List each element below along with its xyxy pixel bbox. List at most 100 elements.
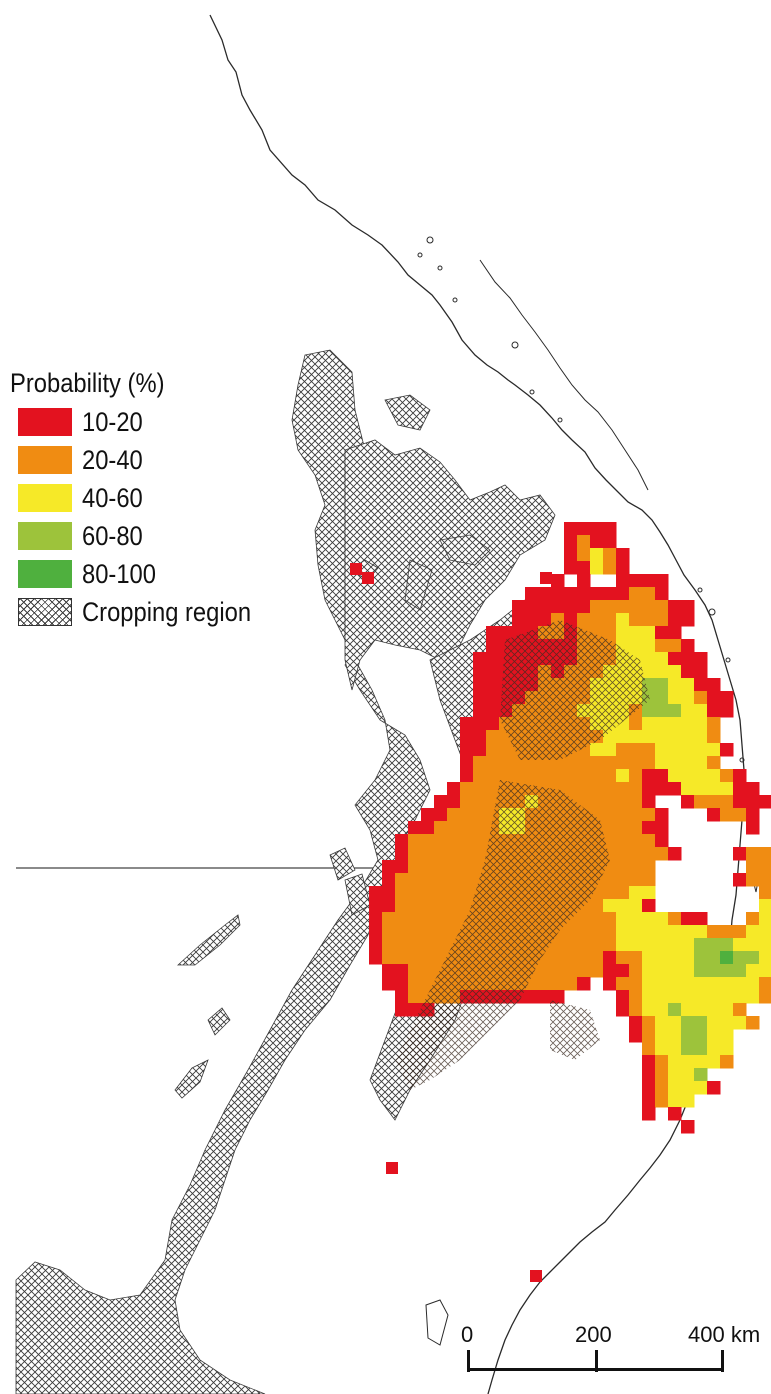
probability-cell — [616, 847, 630, 861]
probability-cell — [694, 756, 708, 770]
probability-cell — [629, 1003, 643, 1017]
probability-cell — [655, 1055, 669, 1069]
probability-cell — [668, 600, 682, 614]
probability-cell — [655, 678, 669, 692]
probability-cell — [759, 990, 771, 1004]
probability-cell — [421, 951, 435, 965]
probability-cell — [655, 912, 669, 926]
probability-cell — [681, 730, 695, 744]
probability-cell — [642, 1081, 656, 1095]
probability-cell — [603, 769, 617, 783]
probability-cell — [564, 756, 578, 770]
probability-cell — [551, 990, 565, 1004]
probability-cell — [551, 938, 565, 952]
probability-cell — [668, 743, 682, 757]
probability-cell — [616, 873, 630, 887]
probability-cell — [642, 1068, 656, 1082]
probability-cell — [590, 613, 604, 627]
probability-cell — [512, 769, 526, 783]
probability-cell — [681, 977, 695, 991]
probability-cell — [655, 769, 669, 783]
probability-cell — [603, 834, 617, 848]
probability-cell — [629, 847, 643, 861]
probability-cell — [681, 704, 695, 718]
probability-cell — [525, 613, 539, 627]
probability-cell — [694, 1003, 708, 1017]
probability-cell — [694, 665, 708, 679]
probability-cell — [603, 873, 617, 887]
probability-cell — [668, 912, 682, 926]
probability-cell — [668, 938, 682, 952]
probability-cell — [408, 886, 422, 900]
probability-cell — [681, 938, 695, 952]
probability-cell — [382, 912, 396, 926]
probability-cell — [382, 977, 396, 991]
probability-cell — [720, 782, 734, 796]
probability-cell — [681, 1029, 695, 1043]
coastline-inner — [479, 259, 649, 491]
probability-cell — [668, 626, 682, 640]
probability-cell — [616, 730, 630, 744]
probability-cell — [681, 795, 695, 809]
probability-cell — [577, 782, 591, 796]
legend: Probability (%) 10-20 20-40 40-60 60-80 … — [10, 368, 274, 631]
probability-cell — [707, 1029, 721, 1043]
probability-cell — [616, 782, 630, 796]
probability-cell — [486, 704, 500, 718]
probability-cell — [577, 587, 591, 601]
probability-cell — [655, 691, 669, 705]
probability-cell — [499, 769, 513, 783]
probability-cell — [681, 717, 695, 731]
probability-cell — [603, 561, 617, 575]
probability-cell — [655, 626, 669, 640]
probability-cell — [603, 964, 617, 978]
probability-cell — [395, 990, 409, 1004]
probability-cell — [434, 873, 448, 887]
probability-cell — [447, 847, 461, 861]
probability-cell — [486, 717, 500, 731]
legend-item-10-20: 10-20 — [10, 403, 274, 441]
probability-cell — [603, 626, 617, 640]
probability-cell — [655, 1003, 669, 1017]
probability-cell — [395, 860, 409, 874]
probability-cell — [551, 977, 565, 991]
probability-cell — [473, 717, 487, 731]
probability-cell — [616, 600, 630, 614]
probability-cell — [564, 951, 578, 965]
probability-cell — [616, 886, 630, 900]
probability-cell — [681, 782, 695, 796]
legend-swatch-light-green — [18, 522, 72, 550]
probability-cell — [694, 925, 708, 939]
probability-cell — [577, 964, 591, 978]
probability-cell — [720, 1003, 734, 1017]
probability-cell — [434, 860, 448, 874]
probability-cell — [707, 1055, 721, 1069]
probability-cell — [447, 860, 461, 874]
probability-cell — [434, 847, 448, 861]
probability-cell — [759, 795, 771, 809]
probability-cell — [720, 1055, 734, 1069]
probability-cell — [590, 951, 604, 965]
probability-cell — [616, 587, 630, 601]
probability-cell — [668, 964, 682, 978]
probability-cell — [681, 665, 695, 679]
probability-cell — [720, 938, 734, 952]
probability-cell — [707, 678, 721, 692]
probability-cell — [655, 704, 669, 718]
probability-cell — [473, 821, 487, 835]
probability-cell — [616, 561, 630, 575]
probability-cell — [759, 899, 771, 913]
probability-cell — [746, 847, 760, 861]
probability-cell — [538, 769, 552, 783]
probability-cell — [668, 665, 682, 679]
probability-cell — [577, 548, 591, 562]
probability-cell — [668, 1055, 682, 1069]
legend-swatch-orange — [18, 446, 72, 474]
probability-cell — [759, 977, 771, 991]
probability-cell — [616, 626, 630, 640]
probability-cell — [590, 587, 604, 601]
probability-cell — [642, 912, 656, 926]
probability-cell — [577, 795, 591, 809]
probability-cell — [486, 769, 500, 783]
